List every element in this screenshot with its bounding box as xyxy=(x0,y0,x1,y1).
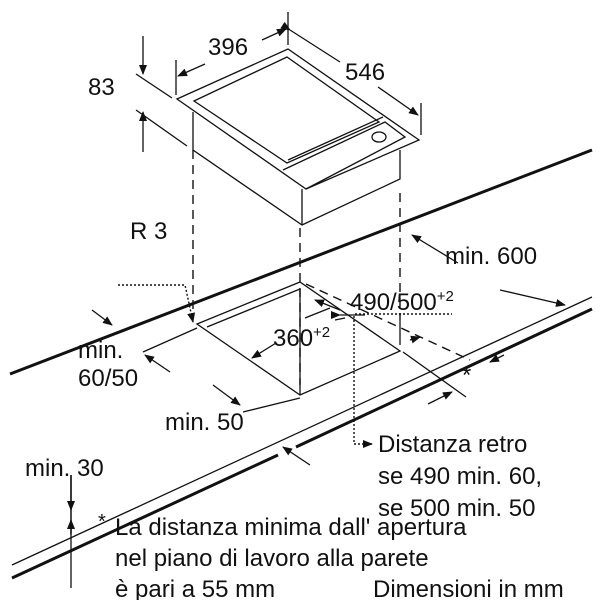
height-label: 83 xyxy=(88,74,115,101)
front-distance-label: min. 50 xyxy=(165,409,244,436)
hob-appliance xyxy=(175,48,421,226)
footnote-line-1: La distanza minima dall' apertura xyxy=(115,514,467,541)
cutout-width-label: 360+2 xyxy=(273,324,330,352)
footnote-line-3: è pari a 55 mm xyxy=(115,576,275,600)
cutout-depth-label: 490/500+2 xyxy=(350,288,454,316)
wall-distance-label: min. 600 xyxy=(445,243,537,270)
footnote-line-2: nel piano di lavoro alla parete xyxy=(115,545,429,572)
knob-icon xyxy=(371,131,387,143)
rear-note-line-2: se 490 min. 60, xyxy=(378,463,542,490)
depth-label: 546 xyxy=(345,59,385,86)
side-distance-label-1: min. xyxy=(78,337,123,364)
worktop xyxy=(9,148,593,580)
cutout xyxy=(195,281,402,396)
footnote-marker: * xyxy=(98,511,106,533)
rear-note-line-3: se 500 min. 50 xyxy=(378,495,535,522)
asterisk-marker: * xyxy=(462,362,471,389)
thickness-label: min. 30 xyxy=(25,455,104,482)
side-distance-label-2: 60/50 xyxy=(78,365,138,392)
rear-note-line-1: Distanza retro xyxy=(378,431,527,458)
dimension-lines xyxy=(67,12,566,588)
width-label: 396 xyxy=(208,34,248,61)
units-label: Dimensioni in mm xyxy=(373,576,564,600)
radius-label: R 3 xyxy=(130,218,167,245)
